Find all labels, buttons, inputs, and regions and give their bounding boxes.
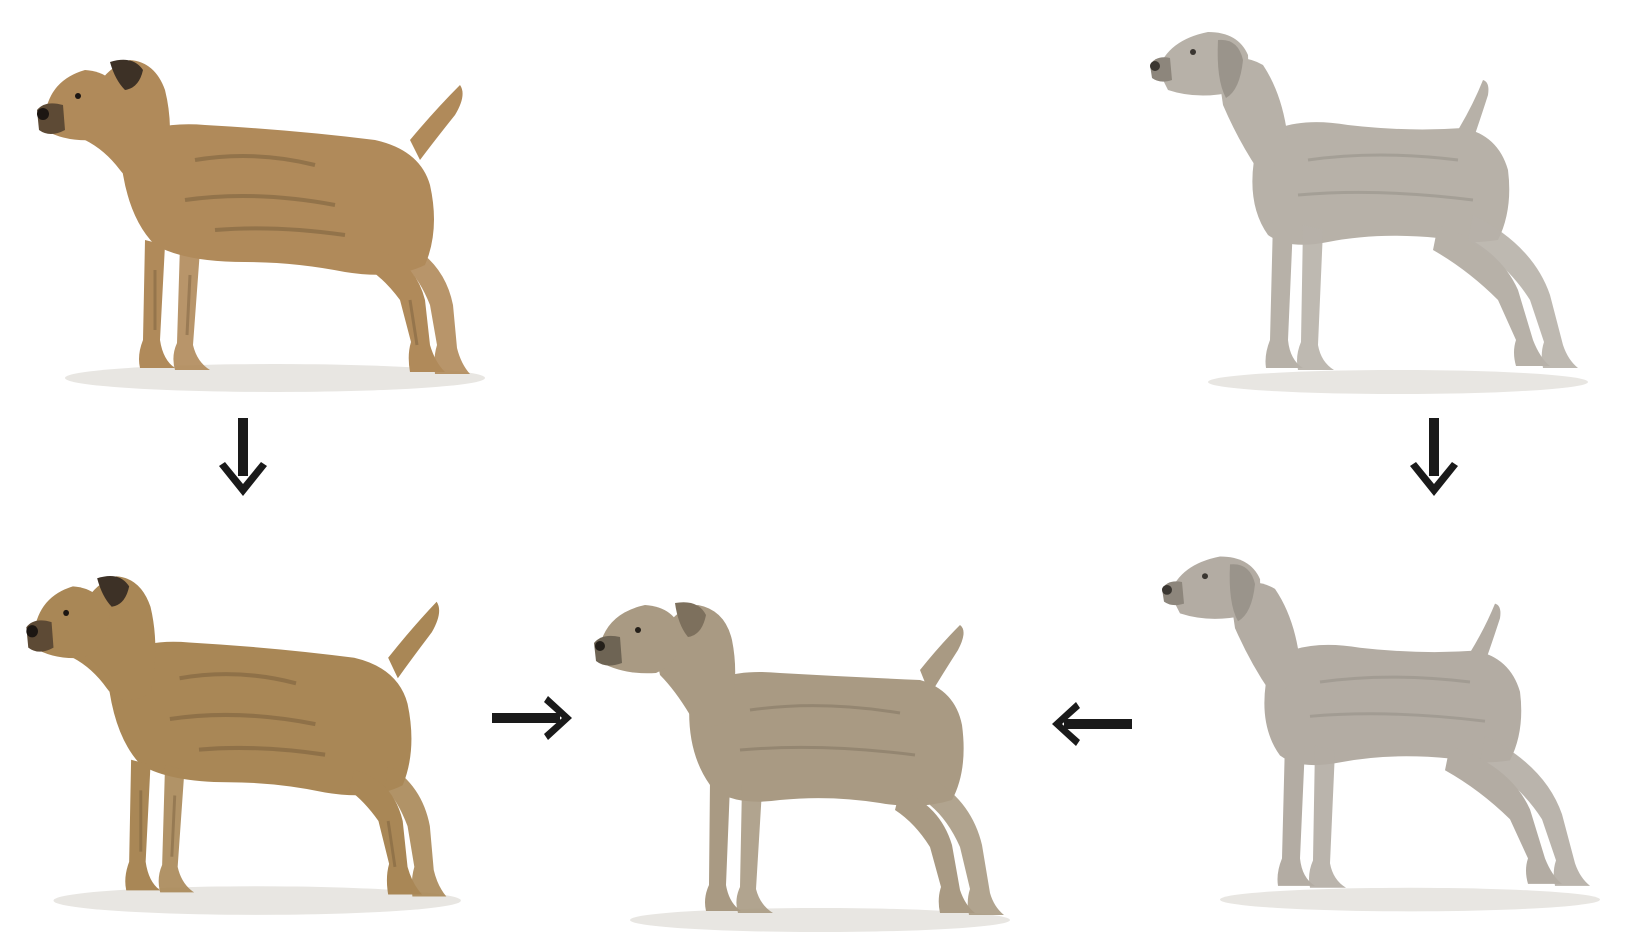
arrow-right-icon: [492, 696, 572, 740]
weimaraner-derived-illustration: [1162, 557, 1600, 912]
terrier-parent-illustration: [37, 60, 485, 392]
arrow-down-right-icon: [1410, 418, 1458, 496]
arrow-left-icon: [1052, 702, 1132, 746]
terrier-derived-illustration: [26, 576, 461, 915]
arrow-down-left-icon: [219, 418, 267, 496]
hybrid-result-illustration: [594, 602, 1010, 932]
weimaraner-parent-illustration: [1150, 32, 1588, 394]
